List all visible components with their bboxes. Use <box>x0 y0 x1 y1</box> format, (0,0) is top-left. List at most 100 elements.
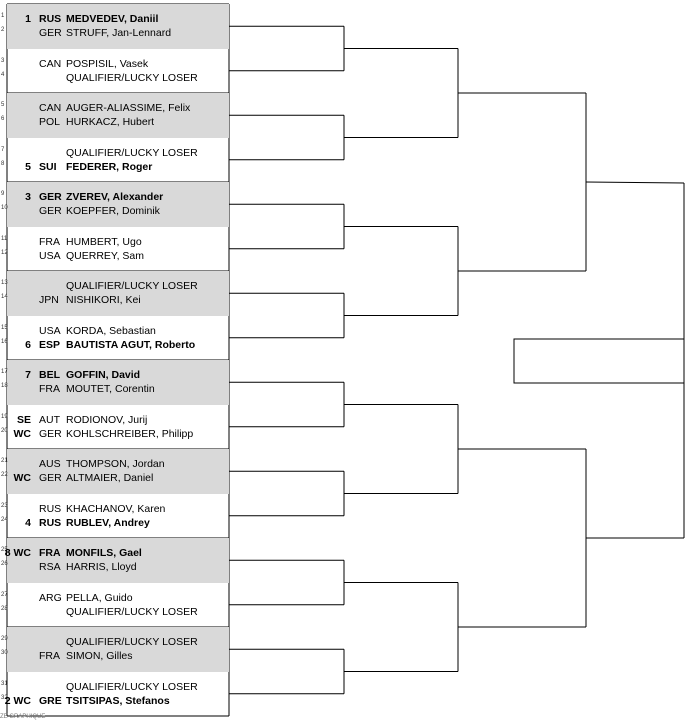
draw-position: 12 <box>1 249 8 256</box>
player-name: QUALIFIER/LUCKY LOSER <box>66 71 198 84</box>
country-code: FRA <box>39 383 60 395</box>
seed-label: 6 <box>25 338 31 351</box>
country-code: CAN <box>39 57 62 70</box>
draw-position: 8 <box>1 160 5 167</box>
draw-position: 7 <box>1 146 5 153</box>
player-entry: 7 QUALIFIER/LUCKY LOSER <box>1 146 229 160</box>
player-name: BAUTISTA AGUT, Roberto <box>66 338 196 351</box>
seed-label: WC <box>13 427 32 440</box>
draw-position: 4 <box>1 71 5 78</box>
draw-position: 13 <box>1 280 8 286</box>
player-name: RODIONOV, Jurij <box>66 413 148 426</box>
player-entry: 20 WC GER KOHLSCHREIBER, Philipp <box>1 427 229 441</box>
player-entry: 4 QUALIFIER/LUCKY LOSER <box>1 71 229 85</box>
seed-label: 5 <box>25 160 31 173</box>
player-entry: 28 QUALIFIER/LUCKY LOSER <box>1 605 229 619</box>
player-entry: 31 QUALIFIER/LUCKY LOSER <box>1 680 229 694</box>
player-name: GOFFIN, David <box>66 369 141 381</box>
player-name: STRUFF, Jan-Lennard <box>66 27 172 39</box>
player-name: MONFILS, Gael <box>66 547 142 559</box>
draw-position: 9 <box>1 191 5 197</box>
seed-label: 4 <box>25 516 31 529</box>
seed-label: 2 WC <box>4 694 31 707</box>
player-name: KOEPFER, Dominik <box>66 205 160 217</box>
draw-position: 3 <box>1 57 5 64</box>
draw-position: 19 <box>1 413 8 420</box>
country-code: RUS <box>39 502 62 515</box>
draw-position: 29 <box>1 636 8 642</box>
country-code: ESP <box>39 338 61 351</box>
player-name: MEDVEDEV, Daniil <box>66 13 159 25</box>
player-entry: 12 USA QUERREY, Sam <box>1 249 229 263</box>
player-name: NISHIKORI, Kei <box>66 294 141 306</box>
seed-label: 8 WC <box>4 547 31 559</box>
player-name: PELLA, Guido <box>66 591 133 604</box>
player-name: FEDERER, Roger <box>66 160 153 173</box>
player-name: QUALIFIER/LUCKY LOSER <box>66 146 198 159</box>
player-name: KORDA, Sebastian <box>66 324 156 337</box>
country-code: RSA <box>39 561 61 573</box>
player-name: QUALIFIER/LUCKY LOSER <box>66 680 198 693</box>
country-code: RUS <box>39 13 62 25</box>
draw-position: 24 <box>1 516 8 523</box>
draw-position: 20 <box>1 427 8 434</box>
draw-position: 28 <box>1 605 8 612</box>
winner-box <box>513 338 685 384</box>
country-code: RUS <box>39 516 62 529</box>
seed-label: 7 <box>25 369 31 381</box>
draw-position: 5 <box>1 102 5 108</box>
draw-position: 31 <box>1 680 8 687</box>
player-name: QUALIFIER/LUCKY LOSER <box>66 605 198 618</box>
draw-position: 16 <box>1 338 8 345</box>
seed-label: WC <box>13 472 32 484</box>
player-name: SIMON, Gilles <box>66 650 133 662</box>
footer-text: ZE GRAPHIQUE <box>0 714 46 720</box>
country-code: GER <box>39 427 62 440</box>
player-name: KOHLSCHREIBER, Philipp <box>66 427 194 440</box>
player-name: ALTMAIER, Daniel <box>66 472 154 484</box>
country-code: GER <box>39 472 62 484</box>
draw-position: 17 <box>1 369 8 375</box>
player-name: AUGER-ALIASSIME, Felix <box>66 102 191 114</box>
country-code: CAN <box>39 102 62 114</box>
player-entry: 5 CAN AUGER-ALIASSIME, Felix <box>1 101 229 115</box>
draw-position: 25 <box>1 547 8 553</box>
country-code: USA <box>39 249 61 262</box>
country-code: GER <box>39 205 62 217</box>
draw-position: 1 <box>1 13 5 19</box>
country-code: POL <box>39 116 61 128</box>
player-name: KHACHANOV, Karen <box>66 502 166 515</box>
player-name: QUERREY, Sam <box>66 249 144 262</box>
country-code: FRA <box>39 650 60 662</box>
